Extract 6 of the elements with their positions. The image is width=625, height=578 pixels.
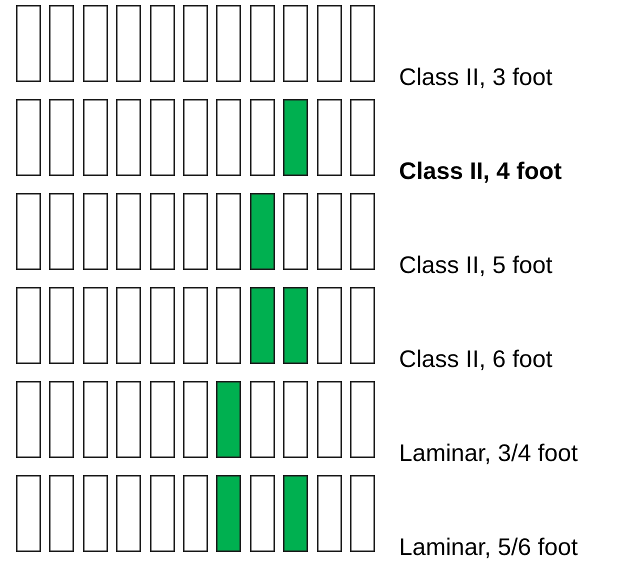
row-label: Laminar, 5/6 foot — [399, 533, 578, 562]
row-label: Laminar, 3/4 foot — [399, 439, 578, 468]
row-label: Class II, 3 foot — [399, 63, 552, 92]
row-label: Class II, 6 foot — [399, 345, 552, 374]
row-label: Class II, 4 foot — [399, 157, 562, 186]
row-label: Class II, 5 foot — [399, 251, 552, 280]
